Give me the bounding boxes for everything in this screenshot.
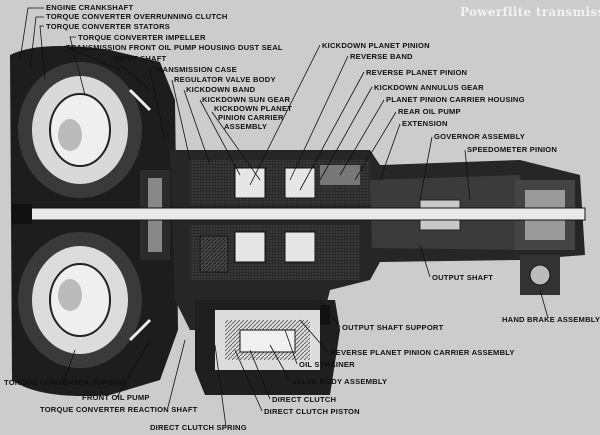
label-direct-clutch-piston: DIRECT CLUTCH PISTON	[264, 407, 360, 416]
label-valve-body-assembly: VALVE BODY ASSEMBLY	[292, 377, 387, 386]
label-tc-reaction-shaft: TORQUE CONVERTER REACTION SHAFT	[40, 405, 198, 414]
label-output-shaft: OUTPUT SHAFT	[432, 273, 493, 282]
label-assembly: ASSEMBLY	[224, 122, 267, 131]
label-kickdown-band: KICKDOWN BAND	[186, 85, 256, 94]
label-kickdown-annulus-gear: KICKDOWN ANNULUS GEAR	[374, 83, 484, 92]
label-pinion-carrier: PINION CARRIER	[218, 113, 284, 122]
label-speedometer-pinion: SPEEDOMETER PINION	[467, 145, 557, 154]
label-planet-pinion-carrier-housing: PLANET PINION CARRIER HOUSING	[386, 95, 525, 104]
label-direct-clutch-spring: DIRECT CLUTCH SPRING	[150, 423, 247, 432]
label-regulator-valve-body: REGULATOR VALVE BODY	[174, 75, 276, 84]
label-reverse-planet-pinion: REVERSE PLANET PINION	[366, 68, 467, 77]
label-input-shaft: INPUT SHAFT	[114, 54, 167, 63]
label-oil-strainer: OIL STRAINER	[299, 360, 355, 369]
label-extension: EXTENSION	[402, 119, 448, 128]
label-tc-overrunning-clutch: TORQUE CONVERTER OVERRUNNING CLUTCH	[46, 12, 228, 21]
label-direct-clutch: DIRECT CLUTCH	[272, 395, 336, 404]
label-reverse-carrier-assembly: REVERSE PLANET PINION CARRIER ASSEMBLY	[330, 348, 515, 357]
transmission-case	[170, 150, 585, 330]
label-output-shaft-support: OUTPUT SHAFT SUPPORT	[342, 323, 444, 332]
crankshaft-flange	[12, 204, 32, 224]
label-tc-stators: TORQUE CONVERTER STATORS	[46, 22, 170, 31]
label-tc-impeller: TORQUE CONVERTER IMPELLER	[78, 33, 206, 42]
label-hand-brake-assembly: HAND BRAKE ASSEMBLY	[502, 315, 600, 324]
label-front-pump-housing-seal: TRANSMISSION FRONT OIL PUMP HOUSING DUST…	[66, 43, 283, 52]
diagram-title: Powerflite transmission	[460, 5, 600, 19]
label-governor-assembly: GOVERNOR ASSEMBLY	[434, 132, 525, 141]
label-rear-oil-pump: REAR OIL PUMP	[398, 107, 461, 116]
label-engine-crankshaft: ENGINE CRANKSHAFT	[46, 3, 134, 12]
label-transmission-case: TRANSMISSION CASE	[152, 65, 237, 74]
main-shaft	[14, 207, 586, 221]
torque-converter-housing	[10, 46, 178, 396]
label-kickdown-planet-pinion: KICKDOWN PLANET PINION	[322, 41, 430, 50]
label-reverse-band: REVERSE BAND	[350, 52, 413, 61]
leader-lines	[19, 7, 549, 428]
label-kickdown-planet: KICKDOWN PLANET	[214, 104, 292, 113]
label-front-oil-pump: FRONT OIL PUMP	[82, 393, 150, 402]
label-tc-turbine: TORQUE CONVERTER TURBINE	[4, 378, 127, 387]
label-kickdown-sun-gear: KICKDOWN SUN GEAR	[202, 95, 291, 104]
